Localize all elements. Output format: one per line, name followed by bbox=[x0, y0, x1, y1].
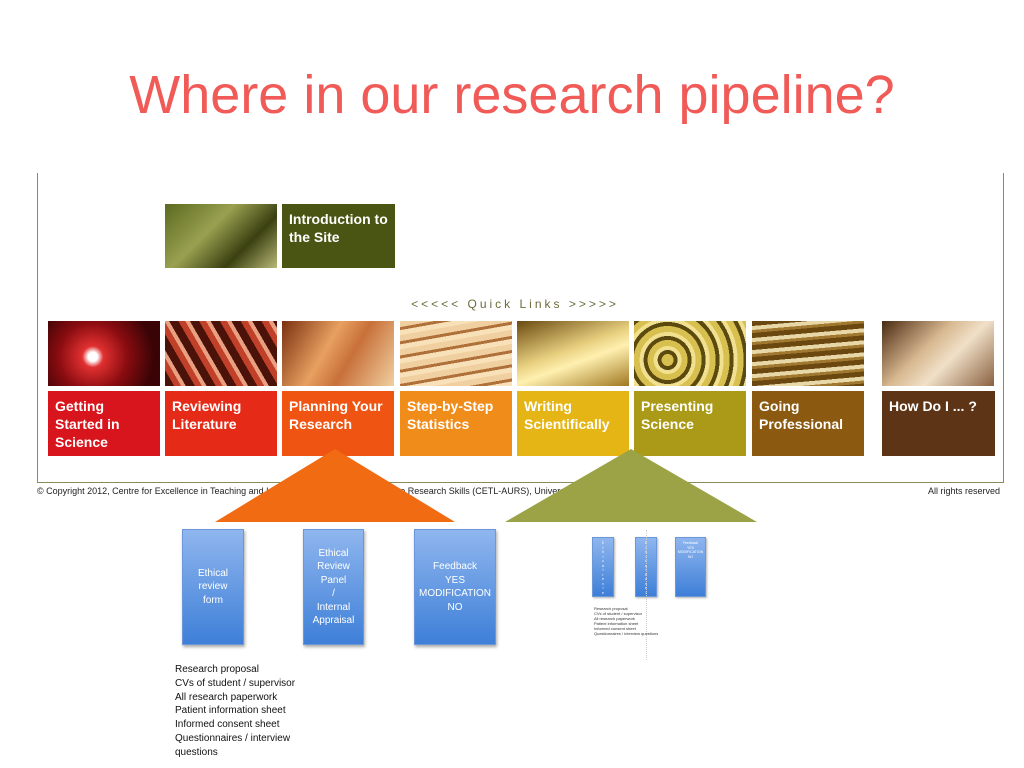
tile-photo-planning-research[interactable] bbox=[282, 321, 394, 386]
tile-getting-started[interactable]: Getting Started in Science bbox=[48, 391, 160, 456]
mini-ethical-review-card: E t h i c a l r e v i e w bbox=[592, 537, 614, 597]
intro-link[interactable]: Introduction to the Site bbox=[282, 204, 395, 268]
footer-rights: All rights reserved bbox=[928, 486, 1001, 496]
tile-professional[interactable]: Going Professional bbox=[752, 391, 864, 456]
tile-how-do-i[interactable]: How Do I ... ? bbox=[882, 391, 995, 456]
tile-presenting[interactable]: Presenting Science bbox=[634, 391, 746, 456]
tile-photo-professional[interactable] bbox=[752, 321, 864, 386]
tile-photo-statistics[interactable] bbox=[400, 321, 512, 386]
list-item: CVs of student / supervisor bbox=[594, 611, 643, 616]
tile-photo-getting-started[interactable] bbox=[48, 321, 160, 386]
list-item: Research proposal bbox=[175, 664, 259, 675]
mini-documents-list: Research proposal CVs of student / super… bbox=[594, 606, 658, 636]
pointer-triangle-planning bbox=[215, 449, 455, 522]
list-item: Questionnaires / interview questions bbox=[594, 631, 659, 636]
list-item: Research proposal bbox=[594, 606, 628, 611]
intro-photo bbox=[165, 204, 277, 268]
tile-photo-writing[interactable] bbox=[517, 321, 629, 386]
list-item: Informed consent sheet bbox=[175, 719, 280, 731]
list-item: Patient information sheet bbox=[175, 705, 286, 717]
list-item: Informed consent sheet bbox=[594, 626, 636, 631]
divider-line bbox=[646, 530, 647, 660]
list-item: CVs of student / supervisor bbox=[175, 677, 296, 689]
tile-writing[interactable]: Writing Scientifically bbox=[517, 391, 629, 456]
list-item: Questionnaires / interview questions bbox=[175, 732, 291, 758]
slide-title: Where in our research pipeline? bbox=[129, 65, 895, 125]
list-item: All research paperwork bbox=[175, 691, 278, 703]
feedback-card: Feedback YES MODIFICATION NO bbox=[414, 529, 496, 645]
mini-feedback-card: Feedback YES MODIFICATION NO bbox=[675, 537, 706, 597]
tile-photo-how-do-i[interactable] bbox=[882, 321, 994, 386]
tile-photo-reviewing-literature[interactable] bbox=[165, 321, 277, 386]
list-item: All research paperwork bbox=[594, 616, 635, 621]
tile-photo-presenting[interactable] bbox=[634, 321, 746, 386]
ethical-review-panel-card: Ethical Review Panel / Internal Appraisa… bbox=[303, 529, 364, 645]
pointer-triangle-writing bbox=[505, 449, 757, 522]
tile-reviewing-literature[interactable]: Reviewing Literature bbox=[165, 391, 277, 456]
ethical-review-form-card: Ethical review form bbox=[182, 529, 244, 645]
tile-planning-research[interactable]: Planning Your Research bbox=[282, 391, 394, 456]
list-item: Patient information sheet bbox=[594, 621, 639, 626]
tile-statistics[interactable]: Step-by-Step Statistics bbox=[400, 391, 512, 456]
required-documents-list: Research proposal CVs of student / super… bbox=[175, 663, 305, 760]
quick-links-heading: <<<<< Quick Links >>>>> bbox=[411, 297, 619, 311]
